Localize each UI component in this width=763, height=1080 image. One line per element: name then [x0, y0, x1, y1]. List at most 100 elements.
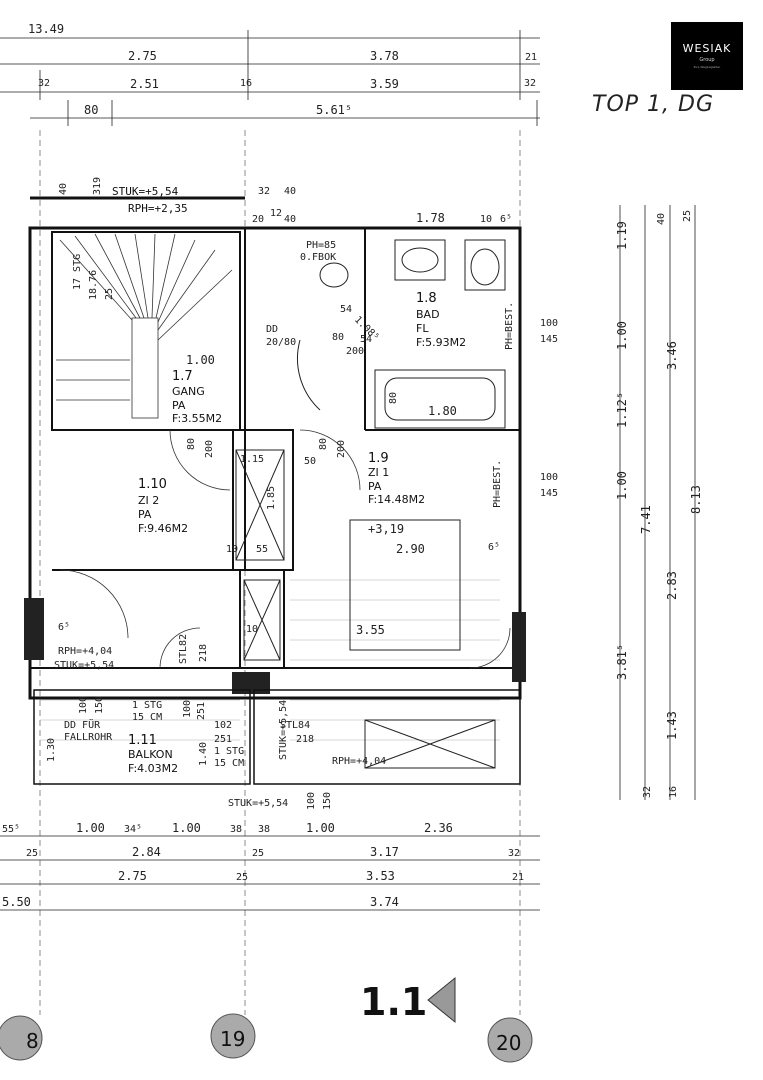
bad-x2: 145 — [540, 334, 558, 345]
bdim-r1-0: 55⁵ — [2, 824, 20, 835]
bdim-r4-1: 3.74 — [370, 895, 399, 909]
room-number: 1.8 — [416, 291, 437, 306]
zi2-stuk: STUK=+5,54 — [54, 660, 114, 671]
room-name: BAD — [416, 308, 440, 321]
door-c: 80 — [318, 438, 329, 450]
bad-dd2: 20/80 — [266, 337, 296, 348]
axis-lines — [39, 130, 521, 1015]
zi1-d1: +3,19 — [368, 522, 404, 536]
room-area: F:3.55M2 — [172, 412, 222, 425]
rdim-3: 1.00 — [615, 321, 629, 350]
room-name: GANG — [172, 385, 205, 398]
stair-going: 25 — [104, 288, 115, 300]
room-number: 1.11 — [128, 733, 157, 748]
door-d: 200 — [336, 440, 347, 458]
dim-top-r2-b: 2.51 — [130, 77, 159, 91]
balkon-n218: 218 — [296, 734, 314, 745]
dim-u-b: 319 — [92, 177, 103, 195]
room-1-7: 1.7 GANG PA F:3.55M2 — [172, 369, 222, 425]
balkon-n130: 1.30 — [46, 738, 57, 762]
bad-w: 1.80 — [428, 404, 457, 418]
zi1-ph-best: PH=BEST. — [492, 460, 503, 508]
dim-top-r3-b: 5.61⁵ — [316, 103, 352, 117]
bottom-dimension-lines — [0, 835, 540, 911]
section-arrow — [427, 976, 456, 1024]
dim-u-j: 6⁵ — [500, 214, 512, 225]
balkon-stg2: 1 STG — [214, 746, 244, 757]
rdim-7: 7.41 — [639, 505, 653, 534]
dim-top-r2-c: 16 — [240, 78, 252, 89]
bad-fbok: 0.FBOK — [300, 252, 336, 263]
rdim-9: 2.83 — [665, 571, 679, 600]
zi2-n65: 6⁵ — [58, 622, 70, 633]
room-number: 1.9 — [368, 451, 389, 466]
axis-marker-8: 8 — [0, 1015, 43, 1061]
bdim-r2-2: 25 — [252, 848, 264, 859]
room-code: PA — [138, 508, 152, 521]
dim-top-total: 13.49 — [28, 22, 64, 36]
bottom-n150: 150 — [322, 792, 333, 810]
bdim-r1-3: 1.00 — [172, 821, 201, 835]
n115: 1.15 — [240, 454, 264, 465]
door-swings — [59, 429, 511, 669]
room-1-8: 1.8 BAD FL F:5.93M2 — [416, 291, 466, 349]
n10: 10 — [226, 544, 238, 555]
bottom-stuk: STUK=+5,54 — [228, 798, 288, 809]
stair-steps: 17 STG — [72, 254, 83, 290]
bottom-n100: 100 — [306, 792, 317, 810]
balkon-cm15: 15 CM — [132, 712, 162, 723]
staircase — [56, 233, 233, 419]
axis-label: 8 — [26, 1029, 39, 1053]
dim-top-r3-a: 80 — [84, 103, 98, 117]
room-area: F:14.48M2 — [368, 493, 425, 506]
rdim-12: 32 — [642, 786, 653, 798]
rdim-4: 3.46 — [665, 341, 679, 370]
door-a: 80 — [186, 438, 197, 450]
balkon-n140: 1.40 — [198, 742, 209, 766]
logo-sub: Group — [699, 57, 715, 63]
bath-fixtures — [297, 239, 506, 429]
bad-ph-best: PH=BEST. — [504, 302, 515, 350]
bad-h: 80 — [388, 392, 399, 404]
room-number: 1.10 — [138, 477, 167, 492]
dim-u-d: 40 — [284, 186, 296, 197]
zi1-w3: 6⁵ — [488, 542, 500, 553]
bad-x1: 100 — [540, 318, 558, 329]
bdim-r3-3: 21 — [512, 872, 524, 883]
bad-d1: 54 — [340, 304, 352, 315]
top-dimension-lines — [0, 30, 540, 126]
balkon-n102: 102 — [214, 720, 232, 731]
room-1-10: 1.10 ZI 2 PA F:9.46M2 — [138, 477, 188, 535]
balkon-n100b: 100 — [182, 700, 193, 718]
bad-d4: 54 — [360, 334, 372, 345]
stair-rise: 18.76 — [88, 270, 99, 300]
room-number: 1.7 — [172, 369, 193, 384]
rdim-13: 16 — [668, 786, 679, 798]
zi1-w2: 3.55 — [356, 623, 385, 637]
gang-w: 1.00 — [186, 353, 215, 367]
n50: 50 — [304, 456, 316, 467]
rdim-5: 1.12⁵ — [615, 392, 629, 428]
wesiak-logo: WESIAK Group Ihre Wegbegleiter — [671, 22, 743, 90]
n10b: 10 — [246, 624, 258, 635]
wall-blocks — [24, 598, 526, 694]
rdim-1: 40 — [656, 213, 667, 225]
room-name: BALKON — [128, 748, 173, 761]
balkon-stuk: STUK=+5,54 — [278, 700, 289, 760]
dim-top-r2-a: 32 — [38, 78, 50, 89]
handwritten-top-label: TOP 1, DG — [592, 92, 714, 117]
zi2-stl2: 218 — [198, 644, 209, 662]
axis-marker-20: 20 — [487, 1017, 533, 1063]
dim-u-f: 12 — [270, 208, 282, 219]
rdim-0: 1.19 — [615, 221, 629, 250]
bdim-r2-0: 25 — [26, 848, 38, 859]
zi1-x1: 100 — [540, 472, 558, 483]
outer-walls — [28, 196, 522, 700]
n185: 1.85 — [266, 486, 277, 510]
dim-top-r2-d: 3.59 — [370, 77, 399, 91]
bdim-r1-2: 34⁵ — [124, 824, 142, 835]
rdim-11: 1.43 — [665, 711, 679, 740]
balcony-outline — [33, 689, 521, 785]
balkon-n100: 100 — [78, 696, 89, 714]
